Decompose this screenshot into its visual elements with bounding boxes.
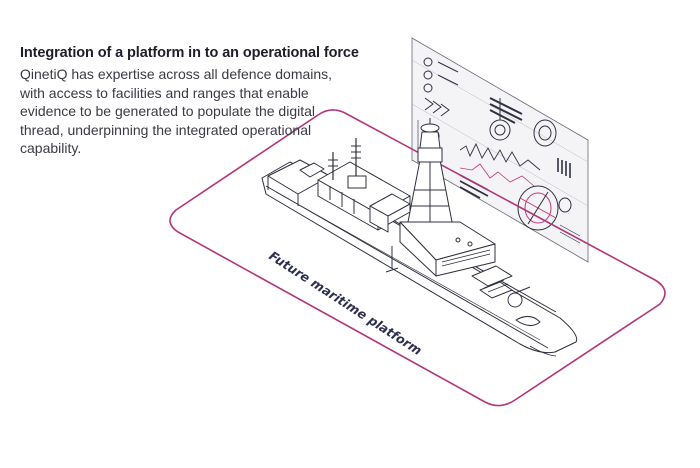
frigate-line-art (261, 118, 578, 357)
caption-title: Integration of a platform in to an opera… (20, 45, 359, 61)
caption-body: QinetiQ has expertise across all defence… (20, 66, 333, 156)
caption-block: Integration of a platform in to an opera… (20, 45, 370, 158)
platform-outline (169, 109, 666, 407)
